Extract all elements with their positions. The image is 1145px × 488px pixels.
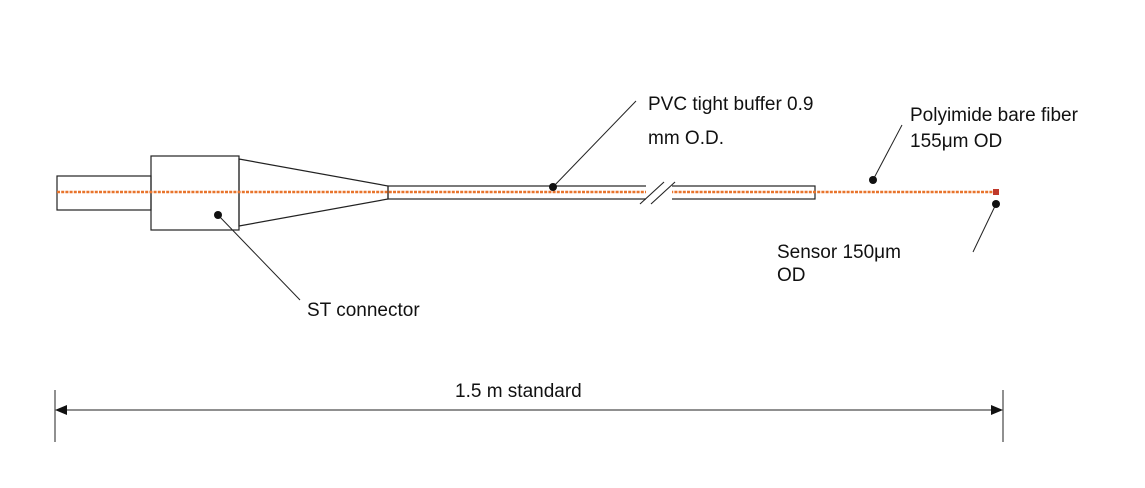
leader-dot-connector bbox=[214, 211, 222, 219]
label-connector: ST connector bbox=[307, 300, 420, 321]
break-mark-left bbox=[639, 181, 665, 205]
label-fiber-line1: Polyimide bare fiber bbox=[910, 105, 1079, 126]
dimension-arrow-left bbox=[55, 405, 67, 415]
break-mark-right bbox=[650, 181, 676, 205]
dimension-arrow-right bbox=[991, 405, 1003, 415]
leader-fiber bbox=[872, 124, 903, 181]
break-mask bbox=[646, 184, 672, 201]
label-fiber-line2: 155μm OD bbox=[910, 131, 1002, 152]
label-sensor-line1: Sensor 150μm bbox=[777, 242, 901, 263]
label-length: 1.5 m standard bbox=[455, 381, 582, 402]
leader-dot-buffer bbox=[549, 183, 557, 191]
label-buffer-line2: mm O.D. bbox=[648, 128, 724, 149]
leader-connector bbox=[217, 214, 301, 301]
leader-buffer bbox=[552, 100, 637, 188]
label-buffer-line1: PVC tight buffer 0.9 bbox=[648, 94, 813, 115]
leader-sensor bbox=[972, 203, 997, 253]
label-sensor-line2: OD bbox=[777, 265, 806, 286]
leader-dot-sensor bbox=[992, 200, 1000, 208]
sensor-tip bbox=[993, 189, 999, 195]
leader-dot-fiber bbox=[869, 176, 877, 184]
